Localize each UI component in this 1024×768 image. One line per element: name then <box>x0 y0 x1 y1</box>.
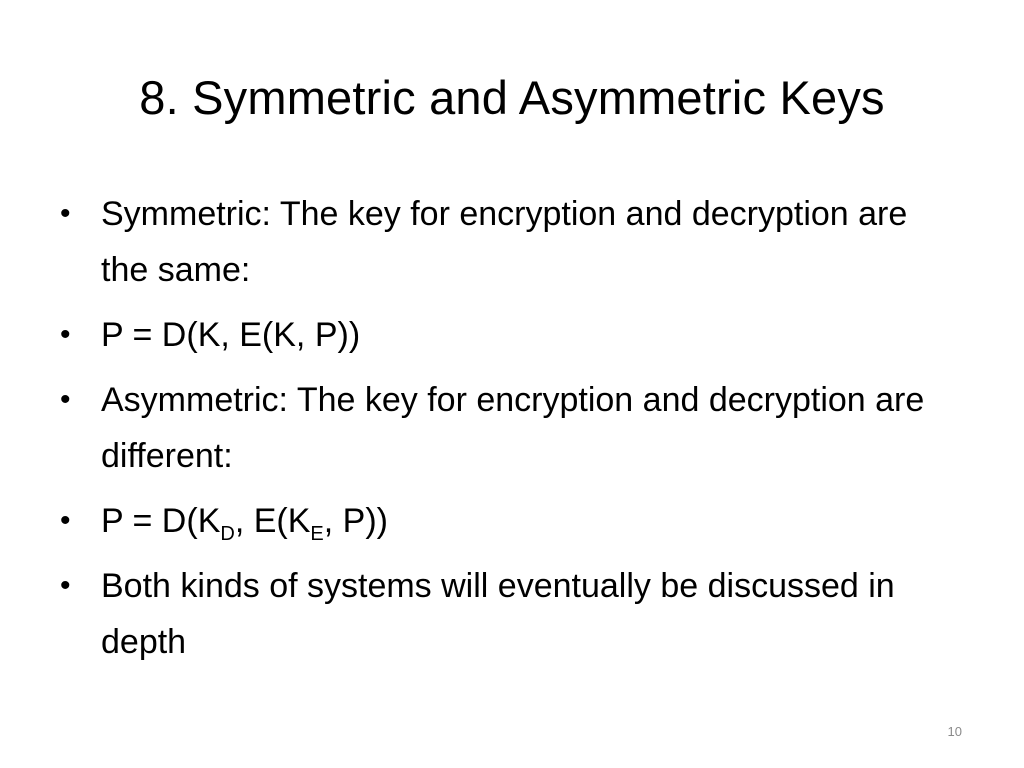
formula-part: , E(K <box>234 502 311 540</box>
slide-title: 8. Symmetric and Asymmetric Keys <box>139 71 885 124</box>
bullet-dot-icon: • <box>60 383 71 416</box>
bullet-list: • Symmetric: The key for encryption and … <box>58 186 938 679</box>
bullet-item-symmetric: • Symmetric: The key for encryption and … <box>58 186 938 298</box>
bullet-text: Both kinds of systems will eventually be… <box>101 567 895 661</box>
page-number: 10 <box>947 724 962 739</box>
bullet-text: P = D(K, E(K, P)) <box>101 316 361 354</box>
bullet-dot-icon: • <box>60 197 71 230</box>
bullet-dot-icon: • <box>60 318 71 351</box>
formula-subscript-e: E <box>310 523 324 545</box>
bullet-dot-icon: • <box>60 569 71 602</box>
bullet-item-asymmetric-formula: • P = D(KD, E(KE, P)) <box>58 493 938 549</box>
bullet-text: Symmetric: The key for encryption and de… <box>101 195 908 289</box>
formula-part: , P)) <box>323 502 388 540</box>
bullet-dot-icon: • <box>60 504 71 537</box>
formula-part: P = D(K <box>101 502 221 540</box>
bullet-item-asymmetric: • Asymmetric: The key for encryption and… <box>58 372 938 484</box>
bullet-item-both-kinds: • Both kinds of systems will eventually … <box>58 558 938 670</box>
formula-subscript-d: D <box>220 523 235 545</box>
bullet-item-symmetric-formula: • P = D(K, E(K, P)) <box>58 307 938 363</box>
asymmetric-formula: P = D(KD, E(KE, P)) <box>101 502 388 544</box>
bullet-text: Asymmetric: The key for encryption and d… <box>101 381 925 475</box>
